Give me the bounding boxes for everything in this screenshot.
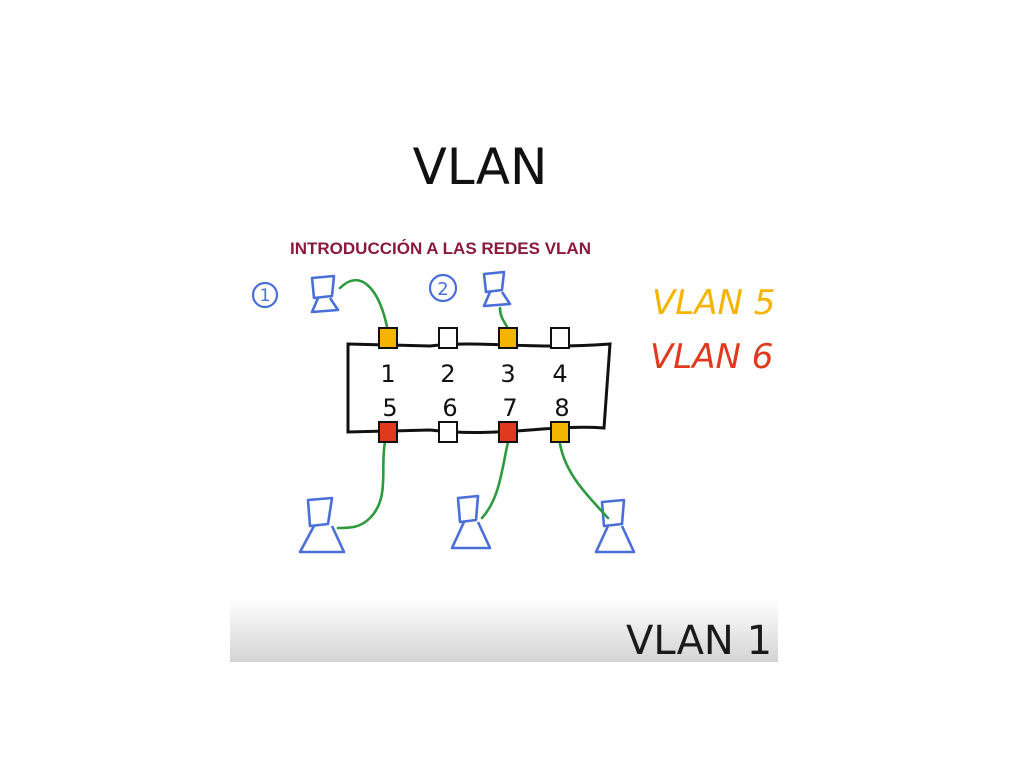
computer-label-1-text: 1 — [260, 286, 271, 306]
computer-8-icon — [594, 498, 636, 554]
port-number-2: 2 — [440, 360, 455, 388]
vlan-diagram-image: INTRODUCCIÓN A LAS REDES VLAN 1 2 — [230, 228, 778, 662]
computer-label-2: 2 — [428, 273, 458, 303]
slide-title: VLAN — [412, 138, 548, 196]
diagram-heading: INTRODUCCIÓN A LAS REDES VLAN — [290, 239, 591, 258]
cable-port-8 — [558, 442, 610, 520]
cable-port-1 — [338, 278, 390, 334]
port-number-6: 6 — [442, 394, 457, 422]
computer-5-icon — [298, 496, 346, 554]
switch-port-8 — [550, 421, 570, 443]
port-number-7: 7 — [502, 394, 517, 422]
port-number-1: 1 — [380, 360, 395, 388]
legend-vlan-6: VLAN 6 — [650, 337, 773, 377]
switch-port-6 — [438, 421, 458, 443]
switch-body — [346, 342, 612, 435]
switch-port-1 — [378, 327, 398, 349]
switch-port-3 — [498, 327, 518, 349]
port-number-8: 8 — [554, 394, 569, 422]
port-number-3: 3 — [500, 360, 515, 388]
computer-1-icon — [310, 274, 340, 314]
computer-2-icon — [482, 270, 512, 308]
cable-port-5 — [336, 440, 387, 530]
footer-band — [230, 598, 778, 662]
footer-vlan-1-label: VLAN 1 — [626, 618, 772, 662]
cable-port-7 — [480, 440, 510, 520]
port-number-5: 5 — [382, 394, 397, 422]
switch-port-2 — [438, 327, 458, 349]
legend-vlan-5: VLAN 5 — [652, 283, 775, 323]
computer-7-icon — [450, 494, 492, 550]
diagram-background — [230, 228, 778, 662]
switch-port-7 — [498, 421, 518, 443]
port-number-4: 4 — [552, 360, 567, 388]
switch-port-5 — [378, 421, 398, 443]
computer-label-1: 1 — [251, 281, 279, 309]
computer-label-2-text: 2 — [437, 279, 448, 300]
switch-port-4 — [550, 327, 570, 349]
